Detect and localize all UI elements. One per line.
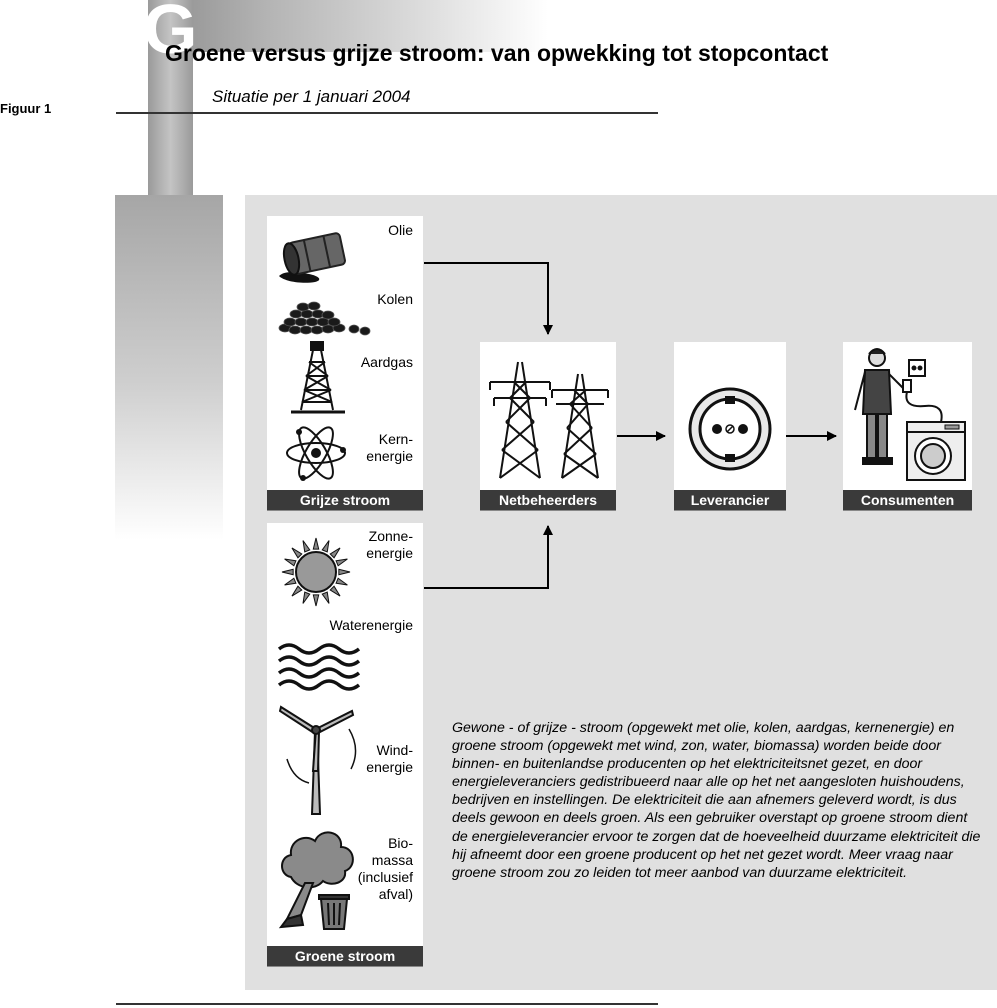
source-label-kernenergie-line2: energie: [366, 448, 413, 464]
source-label-kernenergie: Kern- energie: [366, 431, 413, 465]
sun-ray: [284, 577, 297, 586]
sun-icon: [281, 537, 351, 607]
source-label-wind-line1: Wind-: [376, 742, 413, 758]
footer-rule: [116, 1003, 658, 1005]
source-label-olie: Olie: [388, 222, 413, 238]
sun-ray: [338, 568, 351, 576]
sun-ray: [335, 577, 348, 586]
left-gradient-strip: [115, 195, 223, 540]
sun-ray: [281, 568, 294, 576]
sun-ray: [335, 558, 348, 567]
source-label-windenergie: Wind- energie: [366, 742, 413, 776]
arrow-grey-to-grid: [424, 262, 553, 335]
source-label-kolen: Kolen: [377, 291, 413, 307]
sun-ray: [321, 591, 330, 604]
supplier-box: Leverancier: [674, 342, 786, 510]
source-label-bio-line4: afval): [378, 886, 413, 902]
page-title: Groene versus grijze stroom: van opwekki…: [165, 40, 829, 66]
green-sources-box: Zonne- energie Waterenergie Wind- energi…: [267, 523, 423, 966]
header-rule: [116, 112, 658, 114]
sun-ray: [302, 591, 311, 604]
sun-ray: [291, 547, 303, 559]
sun-disc: [295, 551, 337, 593]
figure-label: Figuur 1: [0, 101, 52, 116]
coal-pile-icon: [278, 301, 371, 336]
source-label-bio-line2: massa: [371, 852, 413, 868]
source-label-zonne-line1: Zonne-: [368, 528, 413, 544]
source-label-waterenergie: Waterenergie: [329, 617, 413, 633]
source-label-bio-line3: (inclusief: [357, 869, 413, 885]
oil-barrel-icon: [279, 232, 346, 283]
power-pylons-icon: [489, 361, 609, 479]
sun-ray: [329, 547, 341, 559]
grid-operators-label: Netbeheerders: [480, 490, 616, 510]
consumers-box: Consumenten: [843, 342, 972, 510]
source-label-kernenergie-line1: Kern-: [378, 431, 413, 447]
sun-ray: [291, 585, 303, 597]
source-label-wind-line2: energie: [366, 759, 413, 775]
header-gradient-bar: [148, 0, 548, 52]
wall-socket-icon: [688, 387, 772, 471]
header-letter: G: [143, 0, 198, 68]
consumers-label: Consumenten: [843, 490, 972, 510]
sun-ray: [312, 594, 320, 607]
description-text: Gewone - of grijze - stroom (opgewekt me…: [452, 720, 981, 881]
grid-operators-box: Netbeheerders: [480, 342, 616, 510]
page-subtitle: Situatie per 1 januari 2004: [212, 87, 411, 106]
arrow-green-to-grid: [424, 525, 553, 589]
person-washing-machine-icon: [854, 348, 966, 481]
supplier-label: Leverancier: [674, 490, 786, 510]
source-label-bio-line1: Bio-: [388, 835, 413, 851]
green-sources-heading: Groene stroom: [267, 946, 423, 966]
sun-ray: [321, 540, 330, 553]
source-label-aardgas: Aardgas: [360, 354, 413, 370]
sun-ray: [284, 558, 297, 567]
atom-icon: [286, 426, 346, 481]
tree-and-bin-icon: [278, 831, 354, 930]
sun-ray: [329, 585, 341, 597]
sun-ray: [312, 537, 320, 550]
source-label-zonne-line2: energie: [366, 545, 413, 561]
source-label-biomassa: Bio- massa (inclusief afval): [358, 835, 413, 903]
grey-sources-box: Olie Kolen Aardgas: [267, 216, 423, 510]
wind-turbine-icon: [279, 705, 357, 815]
source-label-zonne-energie: Zonne- energie: [366, 528, 413, 562]
grey-sources-heading: Grijze stroom: [267, 490, 423, 510]
gas-derrick-icon: [291, 341, 345, 414]
water-waves-icon: [277, 643, 361, 691]
sun-ray: [302, 540, 311, 553]
